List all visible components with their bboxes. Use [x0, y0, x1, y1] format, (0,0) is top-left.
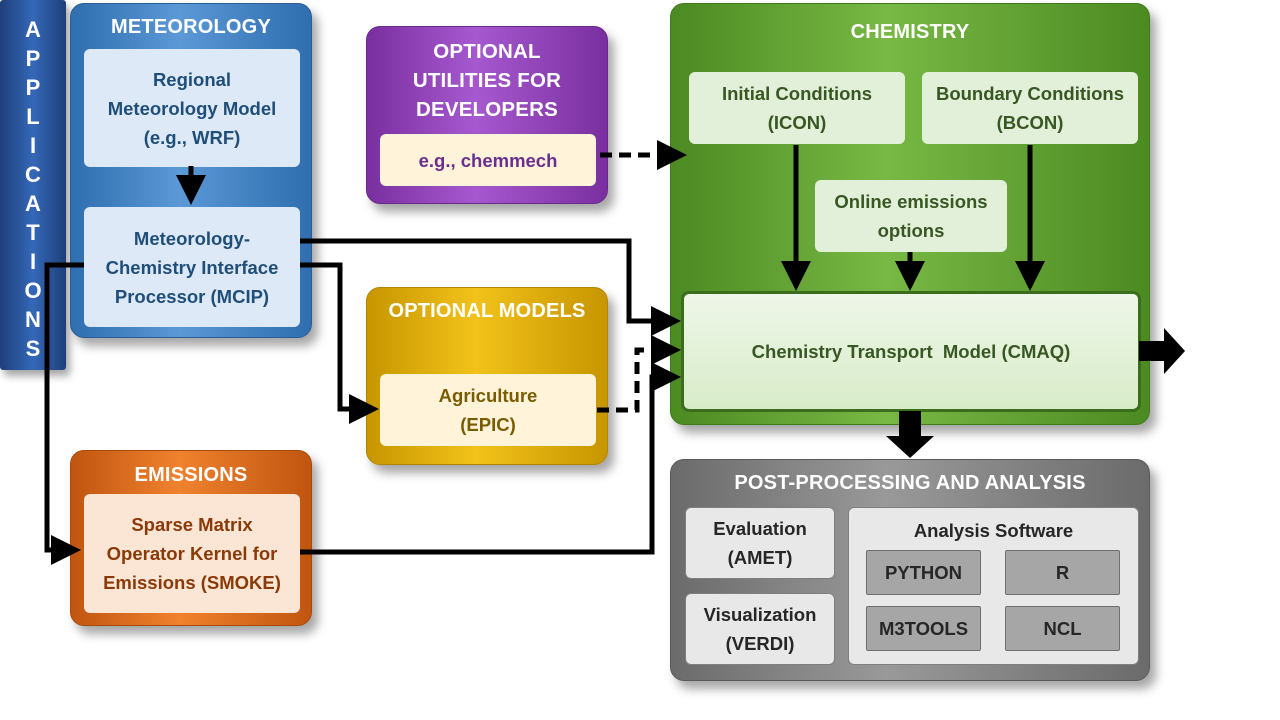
arrow-epic-to-cmaq — [597, 335, 681, 413]
applications-letter: S — [25, 336, 41, 361]
applications-letter: P — [25, 46, 41, 71]
optional-utilities-panel: OPTIONAL UTILITIES FOR DEVELOPERS e.g., … — [366, 26, 608, 204]
post-processing-panel: POST-PROCESSING AND ANALYSIS Evaluation … — [670, 459, 1150, 681]
agriculture-epic-box: Agriculture (EPIC) — [380, 374, 596, 446]
meteorology-panel: METEOROLOGY Regional Meteorology Model (… — [70, 3, 312, 338]
applications-letter: I — [29, 133, 37, 158]
evaluation-amet-box: Evaluation (AMET) — [685, 507, 835, 579]
optional-models-title: OPTIONAL MODELS — [388, 300, 586, 322]
visualization-verdi-box: Visualization (VERDI) — [685, 593, 835, 665]
arrow-mcip-to-cmaq — [300, 238, 681, 336]
optional-models-panel: OPTIONAL MODELS Agriculture (EPIC) — [366, 287, 608, 465]
cmaq-box: Chemistry Transport Model (CMAQ) — [681, 291, 1141, 412]
post-processing-title: POST-PROCESSING AND ANALYSIS — [734, 472, 1086, 494]
chemistry-title: CHEMISTRY — [850, 21, 970, 43]
icon-initial-conditions-box: Initial Conditions (ICON) — [689, 72, 905, 144]
regional-meteorology-model-box: Regional Meteorology Model (e.g., WRF) — [84, 49, 300, 167]
arrow-cmaq-to-applications — [1139, 328, 1185, 374]
applications-letter: O — [24, 278, 42, 303]
analysis-software-label: Analysis Software — [913, 520, 1074, 541]
applications-letter: C — [25, 162, 41, 187]
mcip-box: Meteorology- Chemistry Interface Process… — [84, 207, 300, 327]
online-emissions-options-box: Online emissions options — [815, 180, 1007, 252]
meteorology-title: METEOROLOGY — [111, 16, 271, 38]
applications-letter: I — [29, 249, 37, 274]
applications-letter: T — [26, 220, 40, 245]
arrow-mcip-to-epic — [300, 262, 379, 424]
applications-letter: A — [25, 191, 41, 216]
arrow-smoke-to-cmaq — [300, 362, 681, 555]
arrow-cmaq-to-post-processing — [886, 411, 934, 458]
arrow-mcip-to-smoke — [44, 262, 84, 565]
applications-letter: N — [25, 307, 41, 332]
python-chip: PYTHON — [866, 550, 981, 595]
chemmech-box: e.g., chemmech — [380, 134, 596, 186]
m3tools-chip: M3TOOLS — [866, 606, 981, 651]
emissions-title: EMISSIONS — [134, 464, 248, 486]
applications-letter: P — [25, 75, 41, 100]
applications-letter: A — [25, 17, 41, 42]
chemistry-panel: CHEMISTRY Initial Conditions (ICON) Boun… — [670, 3, 1150, 425]
r-chip: R — [1005, 550, 1120, 595]
bcon-boundary-conditions-box: Boundary Conditions (BCON) — [922, 72, 1138, 144]
optional-utilities-title: OPTIONAL UTILITIES FOR DEVELOPERS — [412, 40, 562, 121]
applications-bar: A P P L I C A T I O N S — [0, 0, 66, 370]
emissions-panel: EMISSIONS Sparse Matrix Operator Kernel … — [70, 450, 312, 626]
ncl-chip: NCL — [1005, 606, 1120, 651]
smoke-box: Sparse Matrix Operator Kernel for Emissi… — [84, 494, 300, 613]
applications-letter: L — [26, 104, 40, 129]
